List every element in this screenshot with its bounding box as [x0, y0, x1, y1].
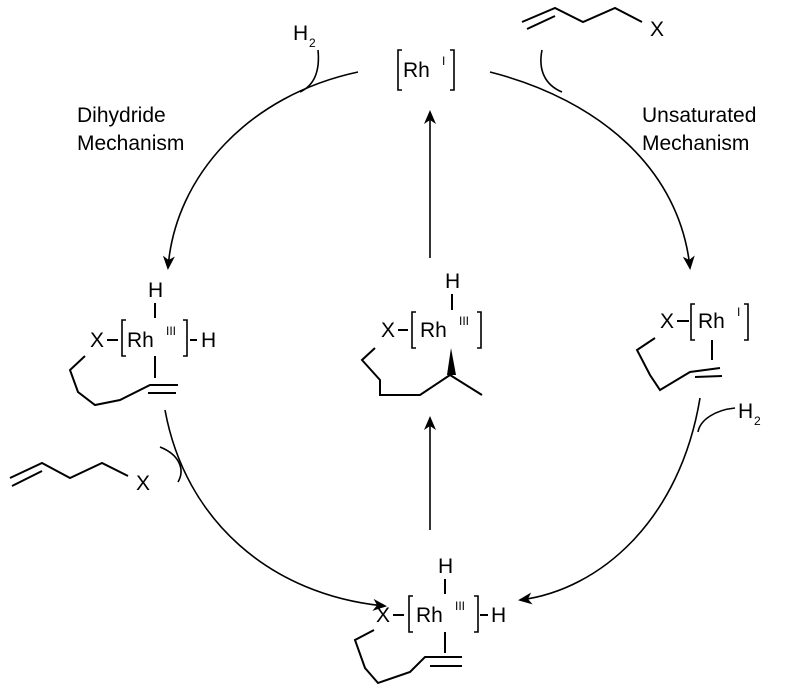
h2-reagent-top-left: H 2 [293, 22, 316, 50]
svg-text:Mechanism: Mechanism [77, 132, 184, 155]
rh-label: Rh [403, 59, 430, 82]
svg-text:I: I [737, 305, 740, 319]
substrate-entry-left [159, 446, 182, 483]
arc-top-right [489, 71, 695, 270]
svg-text:H: H [438, 555, 453, 578]
complex-bottom-dihydride: H X Rh III H [353, 555, 506, 685]
svg-text:Mechanism: Mechanism [642, 132, 749, 155]
svg-text:H: H [491, 604, 506, 627]
svg-text:X: X [650, 18, 664, 41]
svg-text:Rh: Rh [420, 319, 447, 342]
svg-text:X: X [90, 329, 104, 352]
arc-bottom-right [518, 397, 701, 605]
svg-text:Rh: Rh [698, 310, 725, 333]
complex-right-alkene: X Rh I [635, 303, 749, 392]
h2-entry-right [697, 407, 736, 433]
svg-text:X: X [136, 472, 150, 495]
unsaturated-mechanism-label: Unsaturated Mechanism [642, 104, 756, 155]
svg-text:Rh: Rh [127, 329, 154, 352]
svg-text:Rh: Rh [416, 604, 443, 627]
substrate-entry-right [540, 49, 563, 93]
svg-text:H: H [201, 329, 216, 352]
svg-text:III: III [459, 314, 469, 328]
svg-text:X: X [381, 319, 395, 342]
h2-entry-left [299, 49, 320, 93]
svg-text:X: X [660, 310, 674, 333]
svg-text:Dihydride: Dihydride [77, 104, 166, 127]
arc-bottom-left [164, 409, 387, 611]
svg-text:X: X [376, 604, 390, 627]
svg-text:H: H [293, 22, 308, 45]
arc-top-left [162, 71, 359, 270]
substrate-bottom-left: X [9, 461, 150, 495]
complex-center-alkyl-hydride: H X Rh III [360, 270, 483, 396]
h2-reagent-right: H 2 [738, 400, 761, 428]
oxidation-state: I [442, 54, 445, 68]
catalyst-rh-i: Rh I [397, 49, 455, 91]
svg-text:H: H [738, 400, 753, 423]
svg-text:2: 2 [754, 414, 761, 428]
svg-text:III: III [455, 599, 465, 613]
svg-text:Unsaturated: Unsaturated [642, 104, 756, 127]
dihydride-mechanism-label: Dihydride Mechanism [77, 104, 184, 155]
svg-text:H: H [148, 279, 163, 302]
substrate-top-right: X [521, 6, 664, 41]
svg-text:H: H [445, 270, 460, 293]
svg-text:III: III [166, 324, 176, 338]
complex-left-dihydride: H X Rh III H [68, 279, 216, 407]
svg-text:2: 2 [309, 36, 316, 50]
